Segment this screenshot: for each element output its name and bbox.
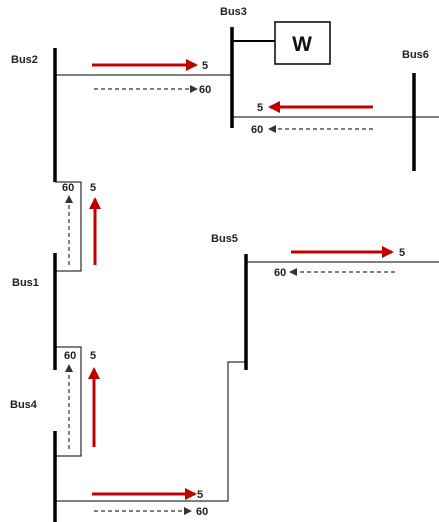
flow-value-bus4-bus5: 5 [197,489,203,501]
line-bus2-bus1 [55,181,82,272]
flow-value-bus4-bus1: 5 [90,350,96,362]
bus1-label: Bus1 [12,277,39,289]
flow-value-bus2-bus3: 5 [202,60,208,72]
bus5-label: Bus5 [211,233,238,245]
generator-label: W [292,33,312,56]
bus6-label: Bus6 [402,49,429,61]
flow-dashed-value-bus4-bus5: 60 [196,506,208,518]
flow-dashed-value-bus6-bus3: 60 [251,124,263,136]
flow-dashed-value-bus4-bus1: 60 [64,350,76,362]
flow-dashed-value-bus2-bus3: 60 [199,84,211,96]
flow-value-bus1-bus2: 5 [90,182,96,194]
flow-value-bus6-bus3: 5 [257,102,263,114]
flow-value-bus5-out: 5 [399,247,405,259]
bus2-label: Bus2 [11,54,38,66]
line-bus4-bus5 [55,361,246,502]
flow-dashed-value-bus1-bus2: 60 [62,182,74,194]
bus3-label: Bus3 [220,6,247,18]
line-bus1-bus4 [55,346,82,457]
generator-box [274,21,331,65]
flow-dashed-value-bus5-in: 60 [274,267,286,279]
bus4-label: Bus4 [10,399,38,411]
